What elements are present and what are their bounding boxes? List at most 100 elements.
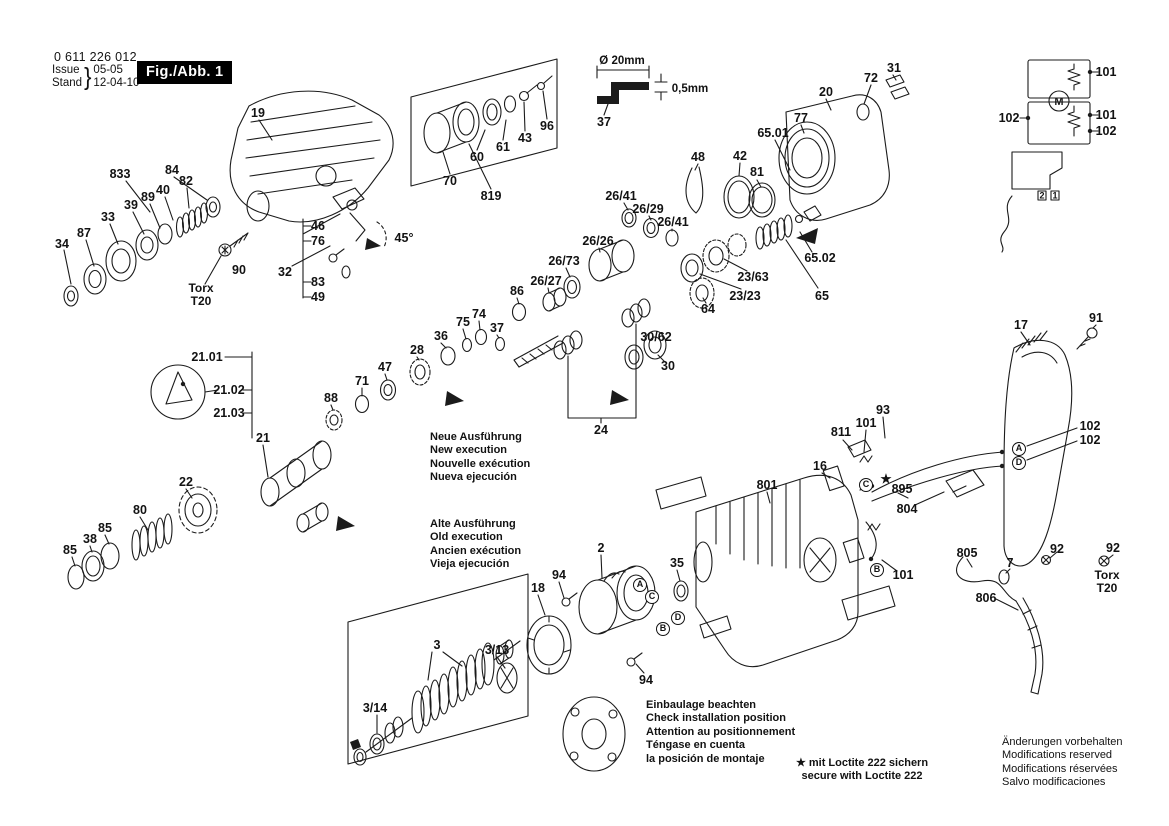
cylinder-group-frame <box>410 58 558 190</box>
part-label-101: 101 <box>1095 107 1117 122</box>
loctite-star-marker: ★ <box>880 471 892 486</box>
part-label-88: 88 <box>324 390 338 405</box>
part-label-85: 85 <box>63 542 77 557</box>
stand-value: 12-04-10 <box>93 77 140 89</box>
callout-letter-d: D <box>1012 456 1026 470</box>
motor-housing-801 <box>655 474 896 668</box>
filled-details <box>180 69 1093 750</box>
diameter-dimension-label: Ø 20mm <box>599 55 645 67</box>
gear-housing-19 <box>229 90 394 223</box>
part-label-1: 1 <box>1052 190 1058 201</box>
part-label-806: 806 <box>975 590 997 605</box>
part-label-92: 92 <box>1106 540 1120 555</box>
part-label-3: 3 <box>433 637 441 652</box>
part-label-833: 833 <box>109 166 131 181</box>
seal-cross-section-37 <box>597 82 649 104</box>
part-label-35: 35 <box>670 555 684 570</box>
part-label-36: 36 <box>434 328 448 343</box>
part-label-21.02: 21.02 <box>213 382 245 397</box>
motor-housing-20 <box>748 74 910 221</box>
part-label-801: 801 <box>756 477 778 492</box>
field-group-2 <box>526 554 656 772</box>
part-label-37: 37 <box>490 320 504 335</box>
part-label-87: 87 <box>77 225 91 240</box>
part-label-23-63: 23/63 <box>737 269 769 284</box>
callout-letter-c: C <box>645 590 659 604</box>
part-label-71: 71 <box>355 373 369 388</box>
callout-letter-a: A <box>633 578 647 592</box>
part-label-811: 811 <box>830 424 852 439</box>
issue-stand-block: Issue Stand } 05-05 12-04-10 <box>52 62 140 91</box>
part-label-84: 84 <box>165 162 179 177</box>
ring-42 <box>694 162 755 219</box>
part-label-102: 102 <box>1079 418 1101 433</box>
striker-group-26 <box>542 202 679 312</box>
part-label-76: 76 <box>311 233 325 248</box>
issue-value: 05-05 <box>93 64 123 76</box>
part-label-19: 19 <box>251 105 265 120</box>
part-label-3-14: 3/14 <box>362 700 388 715</box>
part-label-895: 895 <box>891 481 913 496</box>
part-label-74: 74 <box>472 306 486 321</box>
part-label-45-: 45° <box>394 230 414 245</box>
wiring-schematic <box>1000 59 1099 253</box>
part-label-89: 89 <box>141 189 155 204</box>
part-label-77: 77 <box>794 110 808 125</box>
brace-glyph: } <box>84 62 92 91</box>
part-label-18: 18 <box>531 580 545 595</box>
part-label-65.02: 65.02 <box>804 250 836 265</box>
motor-symbol: M <box>1054 96 1063 108</box>
part-label-65.01: 65.01 <box>757 125 789 140</box>
part-label-90: 90 <box>232 262 246 277</box>
callout-letter-a: A <box>1012 442 1026 456</box>
part-label-26-29: 26/29 <box>632 201 664 216</box>
part-label-70: 70 <box>443 173 457 188</box>
part-label-60: 60 <box>470 149 484 164</box>
part-label-92: 92 <box>1050 541 1064 556</box>
part-label-72: 72 <box>864 70 878 85</box>
spindle-group-21 <box>67 351 332 590</box>
part-label-30: 30 <box>661 358 675 373</box>
part-label-28: 28 <box>410 342 424 357</box>
part-label-42: 42 <box>733 148 747 163</box>
part-label-23-23: 23/23 <box>729 288 761 303</box>
part-label-64: 64 <box>701 301 715 316</box>
part-label-34: 34 <box>55 236 69 251</box>
part-label-40: 40 <box>156 182 170 197</box>
part-label-82: 82 <box>179 173 193 188</box>
callout-letter-c: C <box>859 478 873 492</box>
part-label-30-62: 30/62 <box>640 329 672 344</box>
part-label-21: 21 <box>256 430 270 445</box>
part-label-94: 94 <box>552 567 566 582</box>
callout-letter-d: D <box>671 611 685 625</box>
part-label-21.01: 21.01 <box>191 349 223 364</box>
part-label-20: 20 <box>819 84 833 99</box>
part-label-17: 17 <box>1014 317 1028 332</box>
part-label-81: 81 <box>750 164 764 179</box>
part-label-3-13: 3/13 <box>484 642 510 657</box>
part-label-46: 46 <box>311 218 325 233</box>
part-label-96: 96 <box>540 118 554 133</box>
part-label-2: 2 <box>597 540 605 555</box>
figure-label: Fig./Abb. 1 <box>137 61 233 84</box>
armature-group-3 <box>347 573 529 766</box>
part-label-32: 32 <box>278 264 292 279</box>
part-label-47: 47 <box>378 359 392 374</box>
leader-lines-left-chain <box>63 176 208 285</box>
part-label-101: 101 <box>855 415 877 430</box>
part-label-7: 7 <box>1006 555 1014 570</box>
gear-chain-88-86 <box>325 297 667 431</box>
part-label-75: 75 <box>456 314 470 329</box>
part-label-805: 805 <box>956 545 978 560</box>
part-label-26-41: 26/41 <box>605 188 637 203</box>
issue-label: Issue <box>52 64 80 76</box>
part-label-91: 91 <box>1089 310 1103 325</box>
part-label-819: 819 <box>480 188 502 203</box>
